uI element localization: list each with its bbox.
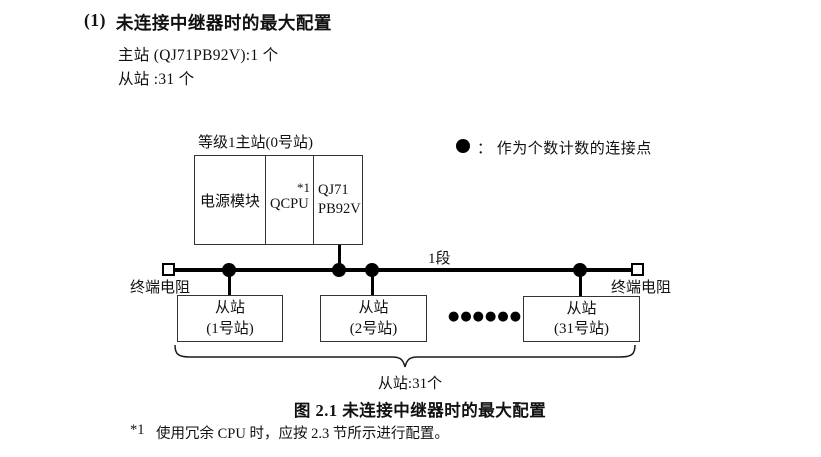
network-module-cell: QJ71 PB92V bbox=[313, 156, 362, 244]
bus-line bbox=[174, 268, 632, 272]
footnote-text: 使用冗余 CPU 时，应按 2.3 节所示进行配置。 bbox=[156, 426, 449, 442]
power-module-cell: 电源模块 bbox=[199, 193, 260, 210]
master-drop-line bbox=[338, 245, 341, 270]
footnote: *1 使用冗余 CPU 时，应按 2.3 节所示进行配置。 bbox=[130, 422, 449, 443]
slave31-drop-line bbox=[579, 270, 582, 297]
connection-point-legend-icon bbox=[456, 139, 470, 153]
slaves-underbrace-icon bbox=[174, 344, 636, 368]
slave2-drop-line bbox=[371, 270, 374, 296]
slave-station-box-2: 从站 (2号站) bbox=[320, 295, 427, 342]
master-station-label: 等级1主站(0号站) bbox=[198, 135, 313, 151]
cpu-cell: *1 QCPU bbox=[265, 156, 313, 244]
connection-point-dot bbox=[573, 263, 587, 277]
network-module-label: QJ71 PB92V bbox=[318, 181, 361, 217]
connection-point-dot bbox=[365, 263, 379, 277]
cpu-footnote-ref: *1 bbox=[297, 180, 310, 195]
slave-station-box-1: 从站 (1号站) bbox=[177, 295, 283, 342]
slaves-brace-label: 从站:31个 bbox=[377, 376, 443, 392]
slave-count-line: 从站 :31 个 bbox=[118, 71, 195, 88]
slave-station-box-31: 从站 (31号站) bbox=[523, 296, 640, 342]
segment-label: 1段 bbox=[428, 251, 451, 267]
slave1-drop-line bbox=[228, 270, 231, 296]
left-terminator-label: 终端电阻 bbox=[130, 280, 191, 296]
connection-point-dot bbox=[332, 263, 346, 277]
section-heading: (1) 未连接中继器时的最大配置 bbox=[84, 10, 332, 35]
section-title: 未连接中继器时的最大配置 bbox=[115, 13, 332, 33]
master-station-box: 电源模块 *1 QCPU QJ71 PB92V bbox=[194, 155, 363, 245]
master-count-line: 主站 (QJ71PB92V):1 个 bbox=[118, 47, 279, 64]
right-terminator-icon bbox=[631, 263, 644, 276]
ellipsis-dots: ●●●●●● bbox=[448, 309, 523, 324]
cpu-label: QCPU bbox=[270, 196, 309, 212]
footnote-marker: *1 bbox=[130, 422, 145, 438]
section-number: (1) bbox=[84, 10, 106, 30]
left-terminator-icon bbox=[162, 263, 175, 276]
figure-caption: 图 2.1 未连接中继器时的最大配置 bbox=[293, 401, 547, 420]
connection-point-dot bbox=[222, 263, 236, 277]
right-terminator-label: 终端电阻 bbox=[611, 280, 672, 296]
legend-text: ： 作为个数计数的连接点 bbox=[477, 141, 652, 157]
